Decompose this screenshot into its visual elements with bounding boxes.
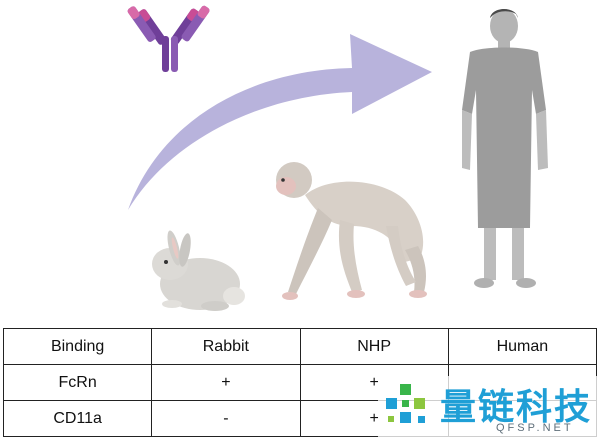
table-header-row: Binding Rabbit NHP Human — [2, 328, 598, 365]
watermark-text-cn: 量链科技 — [440, 387, 593, 428]
header-binding: Binding — [2, 328, 153, 365]
cell-rabbit: + — [151, 364, 301, 401]
monkey-icon — [276, 162, 427, 300]
antibody-icon — [127, 5, 210, 72]
rabbit-icon — [152, 230, 245, 311]
qfsp-logo-icon — [386, 384, 425, 423]
watermark-text-en: QFSP.NET — [496, 422, 574, 434]
human-icon — [462, 9, 548, 288]
species-progression-illustration — [127, 5, 548, 311]
header-human: Human — [447, 328, 598, 365]
curved-arrow-icon — [128, 34, 432, 210]
header-rabbit: Rabbit — [151, 328, 301, 365]
row-label: FcRn — [2, 364, 153, 401]
watermark: 量链科技 QFSP.NET — [378, 376, 600, 440]
cell-rabbit: - — [151, 400, 301, 437]
row-label: CD11a — [2, 400, 153, 437]
header-nhp: NHP — [299, 328, 449, 365]
